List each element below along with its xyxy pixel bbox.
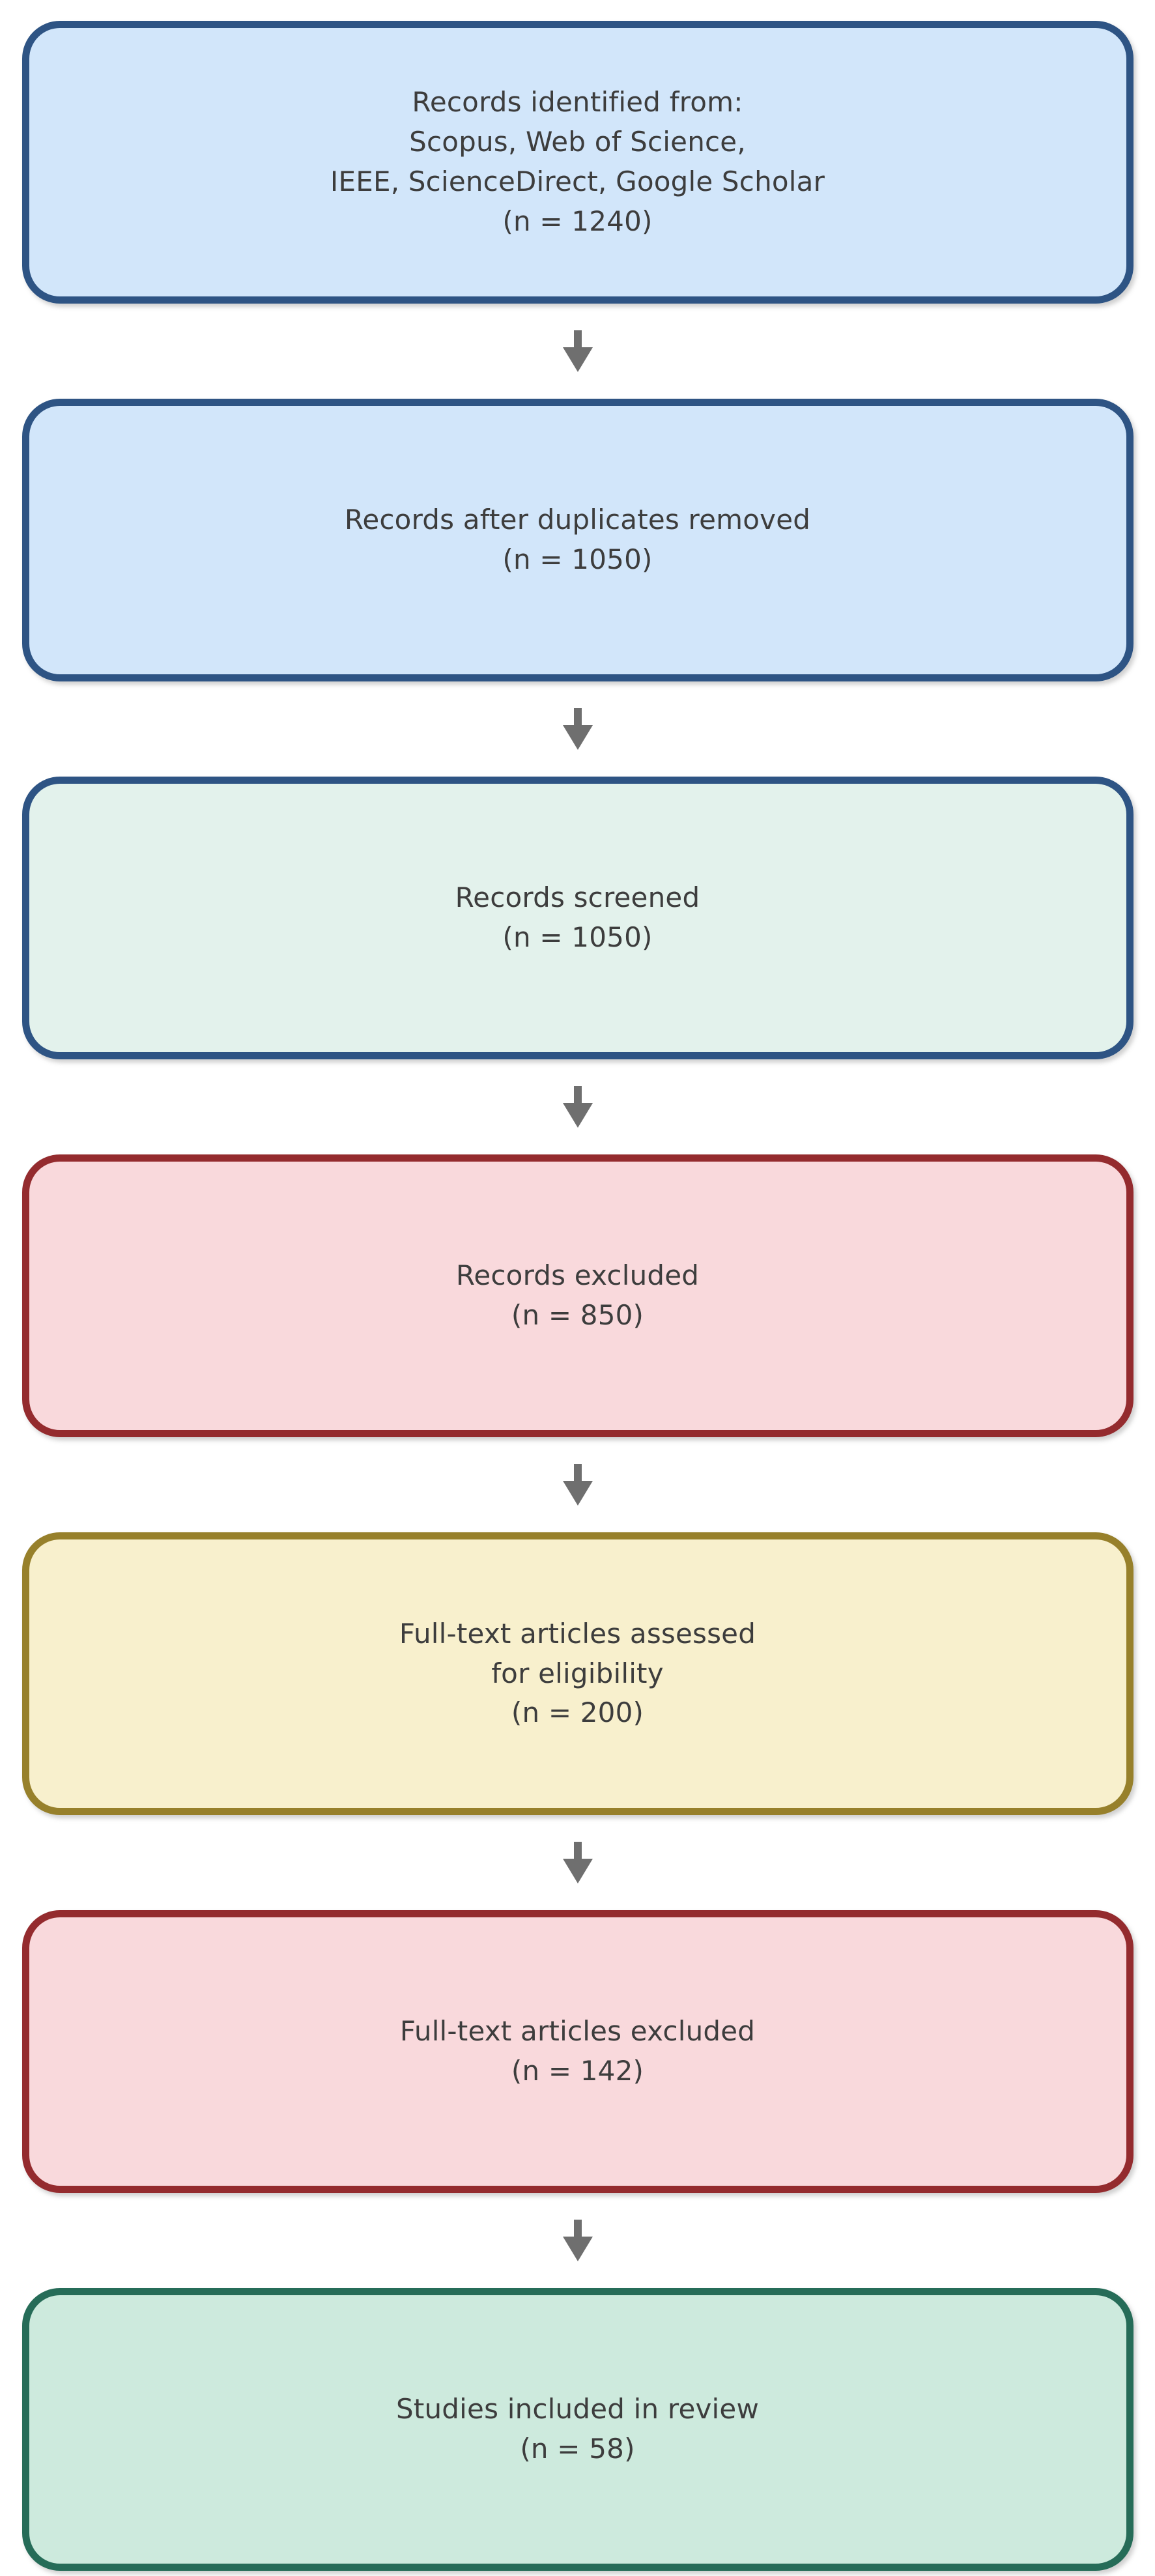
flow-box-label: Records excluded (n = 850) xyxy=(455,1259,700,1331)
flow-box-label: Studies included in review (n = 58) xyxy=(395,2393,760,2465)
flow-box-studies-included-in-review: Studies included in review (n = 58) xyxy=(21,2288,1134,2571)
arrow-stem xyxy=(573,1842,582,1859)
arrow-stem xyxy=(573,330,582,347)
flow-box-label: Full-text articles excluded (n = 142) xyxy=(399,2015,756,2087)
down-arrow-icon xyxy=(562,2193,593,2288)
flow-box-label: Records after duplicates removed (n = 10… xyxy=(344,504,811,575)
flow-box-label: Records identified from: Scopus, Web of … xyxy=(330,86,825,237)
down-arrow-icon xyxy=(562,1815,593,1910)
arrow-stem xyxy=(573,708,582,725)
arrow-stem xyxy=(573,1464,582,1481)
down-arrow-icon xyxy=(562,681,593,777)
down-arrow-icon xyxy=(562,304,593,399)
flow-box-full-text-articles-assessed: Full-text articles assessed for eligibil… xyxy=(21,1532,1134,1815)
flow-box-records-screened: Records screened (n = 1050) xyxy=(21,777,1134,1059)
arrow-head xyxy=(562,2237,593,2261)
flow-box-full-text-articles-excluded: Full-text articles excluded (n = 142) xyxy=(21,1910,1134,2193)
arrow-head xyxy=(562,1103,593,1128)
flow-box-records-excluded: Records excluded (n = 850) xyxy=(21,1154,1134,1437)
flow-box-label: Full-text articles assessed for eligibil… xyxy=(399,1617,756,1729)
flow-box-label: Records screened (n = 1050) xyxy=(455,881,700,953)
down-arrow-icon xyxy=(562,1437,593,1532)
flow-box-records-identified: Records identified from: Scopus, Web of … xyxy=(21,21,1134,304)
arrow-head xyxy=(562,1859,593,1883)
arrow-head xyxy=(562,347,593,372)
flow-box-records-after-duplicates-removed: Records after duplicates removed (n = 10… xyxy=(21,399,1134,681)
down-arrow-icon xyxy=(562,1059,593,1154)
arrow-stem xyxy=(573,2220,582,2237)
arrow-head xyxy=(562,725,593,750)
arrow-head xyxy=(562,1481,593,1506)
arrow-stem xyxy=(573,1086,582,1103)
